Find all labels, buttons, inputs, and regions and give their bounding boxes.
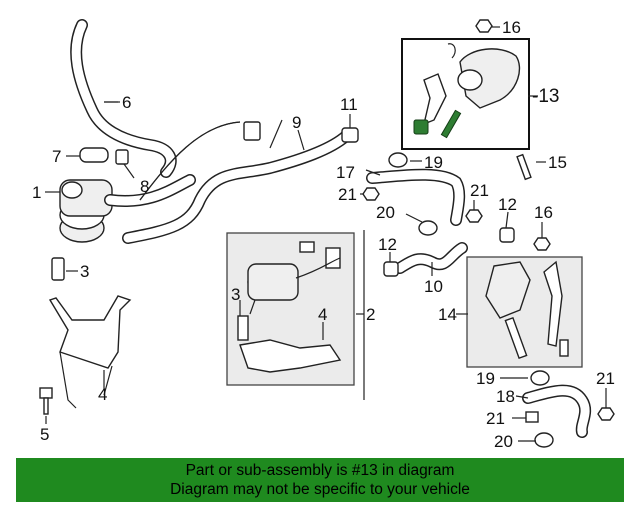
callout-21-left: 21 — [338, 185, 357, 204]
banner-line-1: Part or sub-assembly is #13 in diagram — [185, 462, 455, 479]
callout-16-right: 16 — [534, 203, 553, 222]
callout-3-box2: 3 — [231, 285, 240, 304]
callout-14: 14 — [438, 305, 457, 324]
part-4-bracket — [48, 295, 132, 409]
callout-10: 10 — [424, 277, 443, 296]
callout-19-top: 19 — [424, 153, 443, 172]
callout-12-left: 12 — [378, 235, 397, 254]
part-3-fitting — [51, 257, 78, 281]
callout-3-outside: 3 — [80, 262, 89, 281]
box2-pump — [237, 241, 342, 373]
part-16-nuts — [475, 19, 551, 251]
part-20-gasket — [418, 220, 438, 236]
part-12-clamps — [383, 227, 515, 277]
part-10-hose — [394, 242, 468, 274]
callout-4-outside: 4 — [98, 385, 107, 404]
part-11-clamp — [341, 114, 359, 143]
callout-2: 2 — [366, 305, 375, 324]
callout-9: 9 — [292, 113, 301, 132]
part-7-hose — [66, 147, 109, 163]
callout-5: 5 — [40, 425, 49, 444]
callout-21-center: 21 — [470, 181, 489, 200]
callout-1: 1 — [32, 183, 41, 202]
callout-13[interactable]: -13 — [532, 86, 559, 107]
part-18-pipe — [522, 370, 592, 448]
part-13-air-switching-valve — [413, 43, 521, 139]
banner-line-2: Diagram may not be specific to your vehi… — [170, 481, 470, 498]
part-15-stud — [516, 153, 532, 181]
part-5-bolt — [39, 387, 53, 424]
wire-harness — [139, 121, 261, 201]
callout-20-bottom: 20 — [494, 432, 513, 451]
part-1-air-pump — [45, 174, 196, 243]
info-banner: Part or sub-assembly is #13 in diagram D… — [16, 458, 624, 502]
callout-4-box2: 4 — [318, 305, 327, 324]
parts-diagram: 1 2 3 3 4 4 5 6 7 8 9 10 11 12 12 -13 14… — [32, 18, 615, 451]
callout-15: 15 — [548, 153, 567, 172]
callout-6: 6 — [122, 93, 131, 112]
part-21-nuts — [362, 187, 615, 421]
callout-11: 11 — [340, 95, 358, 114]
part-17-pipe — [366, 152, 466, 226]
callout-12-right: 12 — [498, 195, 517, 214]
callout-8: 8 — [140, 177, 149, 196]
box14-valve — [485, 260, 569, 360]
part-9-hose — [122, 129, 352, 244]
callout-16-top: 16 — [502, 18, 521, 37]
callout-18: 18 — [496, 387, 515, 406]
leader-lines — [104, 26, 607, 442]
part-8-clamp — [115, 149, 135, 179]
callout-20-center: 20 — [376, 203, 395, 222]
callout-19-bottom: 19 — [476, 369, 495, 388]
callout-21-lower: 21 — [486, 409, 505, 428]
callout-17: 17 — [336, 163, 355, 182]
callout-7: 7 — [52, 147, 61, 166]
callout-21-right: 21 — [596, 369, 615, 388]
